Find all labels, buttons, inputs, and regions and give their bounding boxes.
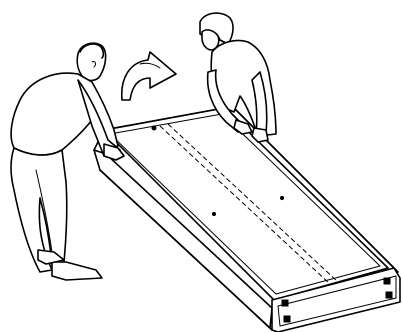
- cam-lock-1: [282, 300, 288, 306]
- hole-3: [280, 196, 283, 199]
- cam-lock-2: [284, 316, 290, 322]
- cam-lock-3: [384, 278, 390, 284]
- hole-1: [152, 126, 156, 130]
- cam-lock-4: [386, 292, 392, 298]
- hole-2: [212, 212, 215, 215]
- curved-flip-arrow-icon: [122, 52, 176, 100]
- cabinet-box: [94, 108, 400, 332]
- man-shoe-front: [52, 262, 102, 280]
